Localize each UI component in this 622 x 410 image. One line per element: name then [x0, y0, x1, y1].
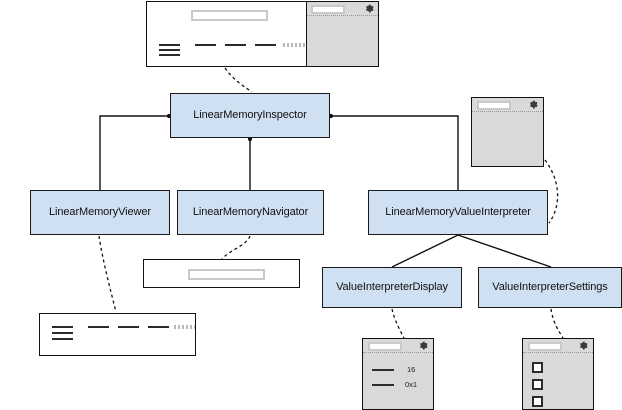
mockup-inspector	[146, 1, 379, 67]
mockup-display-row-value: 0x1	[405, 380, 418, 389]
mockup-viewer-row-marker	[52, 326, 73, 328]
mockup-inspector-row-marker	[159, 54, 180, 56]
node-label: ValueInterpreterDisplay	[336, 281, 448, 294]
edge-inspector-valueinterpreter	[330, 115, 459, 190]
mockup-viewer-row-marker	[52, 338, 73, 340]
gear-icon[interactable]	[365, 4, 374, 13]
node-label: ValueInterpreterSettings	[492, 281, 608, 294]
node-linear-memory-navigator[interactable]: LinearMemoryNavigator	[177, 190, 324, 235]
mockup-display-input[interactable]	[368, 342, 402, 351]
edge-navigator-mockup-tether	[221, 235, 251, 260]
mockup-display-row-value: 16	[407, 365, 416, 374]
mockup-inspector-byte-group	[255, 44, 276, 46]
mockup-display: 16 0x1	[362, 338, 434, 410]
mockup-valueinterpreter-input[interactable]	[477, 101, 511, 110]
edge-valueinterpreter-settings	[457, 234, 552, 268]
mockup-viewer-byte-group	[88, 326, 109, 328]
mockup-navigator	[143, 259, 300, 288]
mockup-settings-input[interactable]	[528, 342, 562, 351]
mockup-display-row-label	[372, 384, 394, 386]
mockup-inspector-row-marker	[159, 44, 180, 46]
mockup-inspector-main-pane	[147, 2, 306, 66]
gear-icon[interactable]	[579, 341, 588, 350]
mockup-viewer-byte-group	[148, 326, 169, 328]
node-label: LinearMemoryInspector	[193, 109, 307, 122]
mockup-settings-toolbar	[523, 339, 593, 353]
mockup-settings	[522, 338, 594, 410]
mockup-viewer-ascii-column	[174, 325, 195, 329]
gear-icon[interactable]	[529, 100, 538, 109]
edge-mockup-inspector-tether	[224, 67, 253, 93]
mockup-display-toolbar	[363, 339, 433, 353]
gear-icon[interactable]	[419, 341, 428, 350]
node-linear-memory-viewer[interactable]: LinearMemoryViewer	[30, 190, 170, 235]
mockup-settings-checkbox[interactable]	[532, 396, 543, 407]
node-label: LinearMemoryValueInterpreter	[385, 206, 531, 219]
mockup-inspector-row-marker	[159, 49, 180, 51]
node-value-interpreter-settings[interactable]: ValueInterpreterSettings	[478, 267, 622, 308]
edge-settings-mockup-tether	[550, 308, 564, 339]
node-label: LinearMemoryViewer	[49, 206, 151, 219]
node-linear-memory-inspector[interactable]: LinearMemoryInspector	[170, 93, 330, 138]
mockup-inspector-byte-group	[195, 44, 216, 46]
edge-viewer-mockup-tether	[98, 235, 117, 313]
mockup-valueinterpreter	[471, 97, 544, 167]
mockup-navigator-address-input[interactable]	[188, 269, 265, 280]
node-value-interpreter-display[interactable]: ValueInterpreterDisplay	[322, 267, 462, 308]
edge-display-mockup-tether	[391, 308, 405, 339]
node-label: LinearMemoryNavigator	[192, 206, 309, 219]
mockup-display-row-label	[372, 369, 394, 371]
edge-inspector-viewer	[99, 115, 170, 190]
node-linear-memory-value-interpreter[interactable]: LinearMemoryValueInterpreter	[368, 190, 548, 235]
mockup-inspector-byte-group	[225, 44, 246, 46]
mockup-viewer-byte-group	[118, 326, 139, 328]
mockup-valueinterpreter-toolbar	[472, 98, 543, 112]
mockup-viewer-row-marker	[52, 332, 73, 334]
mockup-viewer	[39, 313, 196, 356]
mockup-inspector-ascii-column	[283, 43, 306, 47]
mockup-inspector-sidebar-toolbar	[307, 2, 378, 16]
edge-valueinterpreter-display	[391, 234, 459, 268]
mockup-settings-checkbox[interactable]	[532, 362, 543, 373]
mockup-inspector-sidebar-pane	[306, 2, 378, 66]
mockup-inspector-sidebar-input[interactable]	[311, 5, 345, 14]
mockup-settings-checkbox[interactable]	[532, 379, 543, 390]
mockup-inspector-address-input[interactable]	[191, 10, 268, 21]
